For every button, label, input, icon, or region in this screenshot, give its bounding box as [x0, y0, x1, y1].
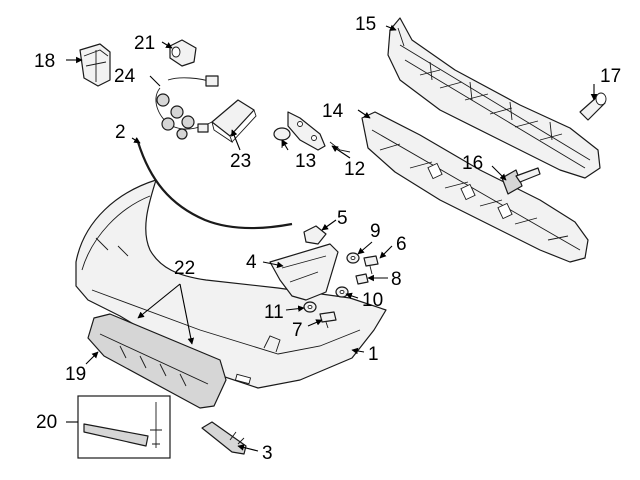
reflector [201, 421, 247, 455]
bolt-8 [355, 273, 369, 285]
callout-15: 15 [355, 14, 376, 35]
callout-3: 3 [262, 443, 273, 464]
callout-14: 14 [322, 101, 344, 122]
callout-20: 20 [36, 412, 57, 433]
clip-17 [579, 92, 607, 121]
callout-13: 13 [295, 151, 316, 172]
washer-11 [303, 301, 317, 313]
callout-1: 1 [368, 344, 379, 365]
parking-sensor [169, 39, 197, 67]
callout-10: 10 [362, 290, 383, 311]
bolt-6 [363, 255, 379, 275]
callout-17: 17 [600, 66, 621, 87]
leader-lines [66, 24, 598, 452]
washer-10 [335, 286, 349, 298]
callout-23: 23 [230, 151, 251, 172]
control-module [211, 99, 257, 144]
callout-16: 16 [462, 153, 483, 174]
callout-24: 24 [114, 66, 136, 87]
callout-9: 9 [370, 221, 381, 242]
sensor-harness [155, 75, 219, 140]
callout-8: 8 [391, 269, 402, 290]
callout-21: 21 [134, 33, 155, 54]
callout-2: 2 [115, 122, 126, 143]
callout-18: 18 [34, 51, 55, 72]
callout-labels: 1 2 3 4 5 6 7 8 9 10 11 12 13 14 15 16 1… [34, 14, 621, 464]
callout-5: 5 [337, 208, 348, 229]
callout-6: 6 [396, 234, 407, 255]
callout-7: 7 [292, 320, 303, 341]
tab-16 [501, 167, 541, 195]
side-bracket [287, 111, 351, 153]
callout-11: 11 [264, 302, 284, 323]
push-pin-13 [273, 127, 291, 148]
lower-valance [87, 313, 227, 409]
callout-12: 12 [344, 159, 365, 180]
lower-energy-absorber [361, 111, 589, 263]
bumper-bracket [269, 243, 339, 301]
washer-9 [346, 252, 360, 264]
callout-19: 19 [65, 364, 86, 385]
callout-4: 4 [246, 252, 257, 273]
seal-strip [136, 141, 293, 230]
bracket-18 [79, 43, 111, 87]
callout-22: 22 [174, 258, 195, 279]
inset-trim-strip [77, 395, 171, 459]
retainer-5 [303, 225, 327, 245]
upper-energy-absorber [387, 17, 601, 179]
